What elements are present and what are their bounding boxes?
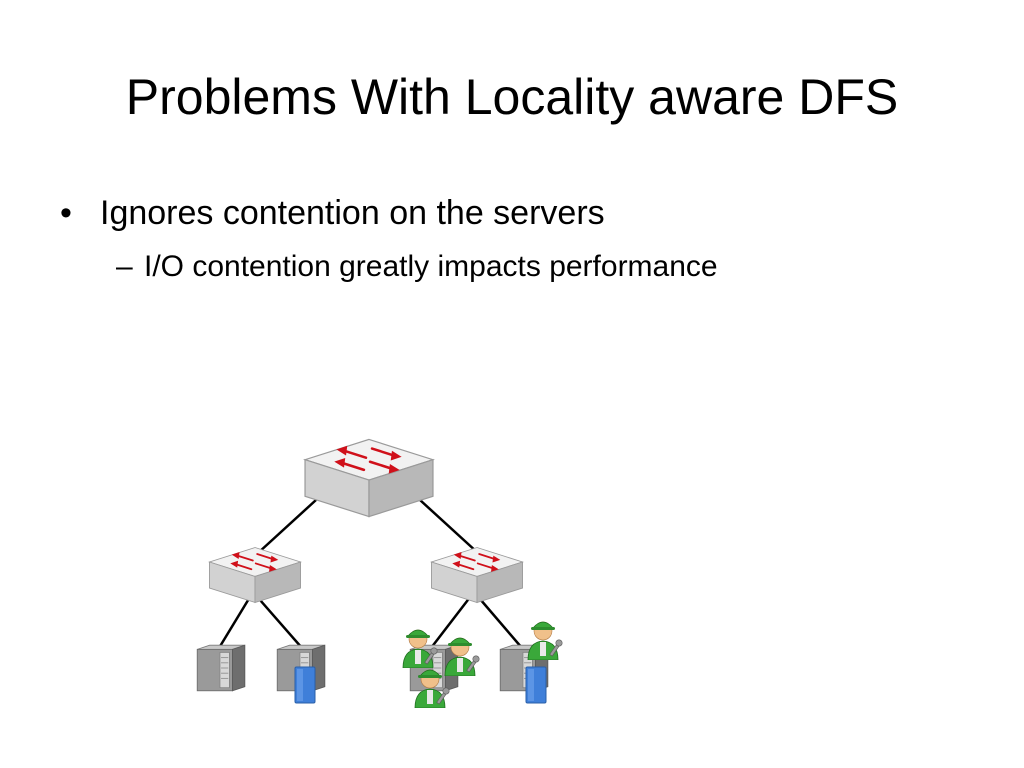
- bullet-dot-icon: •: [60, 194, 72, 232]
- right-switch-icon: [430, 546, 524, 604]
- data-block-icon: [294, 666, 316, 704]
- slide-title: Problems With Locality aware DFS: [125, 69, 899, 125]
- link-left-server1: [217, 591, 255, 649]
- left-switch-icon: [208, 546, 302, 604]
- bullet-item: • Ignores contention on the servers: [58, 188, 978, 238]
- link-core-right: [419, 499, 479, 554]
- link-core-left: [257, 499, 317, 554]
- server-1-icon: [196, 644, 246, 692]
- sub-bullet-item: – I/O contention greatly impacts perform…: [58, 246, 978, 288]
- bullet-text: Ignores contention on the servers: [100, 194, 605, 232]
- sub-bullet-text: I/O contention greatly impacts performan…: [144, 250, 718, 283]
- link-right-server3: [430, 591, 475, 649]
- worker-icon: [527, 621, 563, 660]
- worker-icon: [402, 629, 438, 668]
- data-block-icon: [525, 666, 547, 704]
- sub-bullet-dash-icon: –: [116, 250, 133, 283]
- bullet-list: • Ignores contention on the servers – I/…: [58, 188, 978, 288]
- link-left-server2: [252, 591, 303, 649]
- core-switch-icon: [303, 438, 435, 518]
